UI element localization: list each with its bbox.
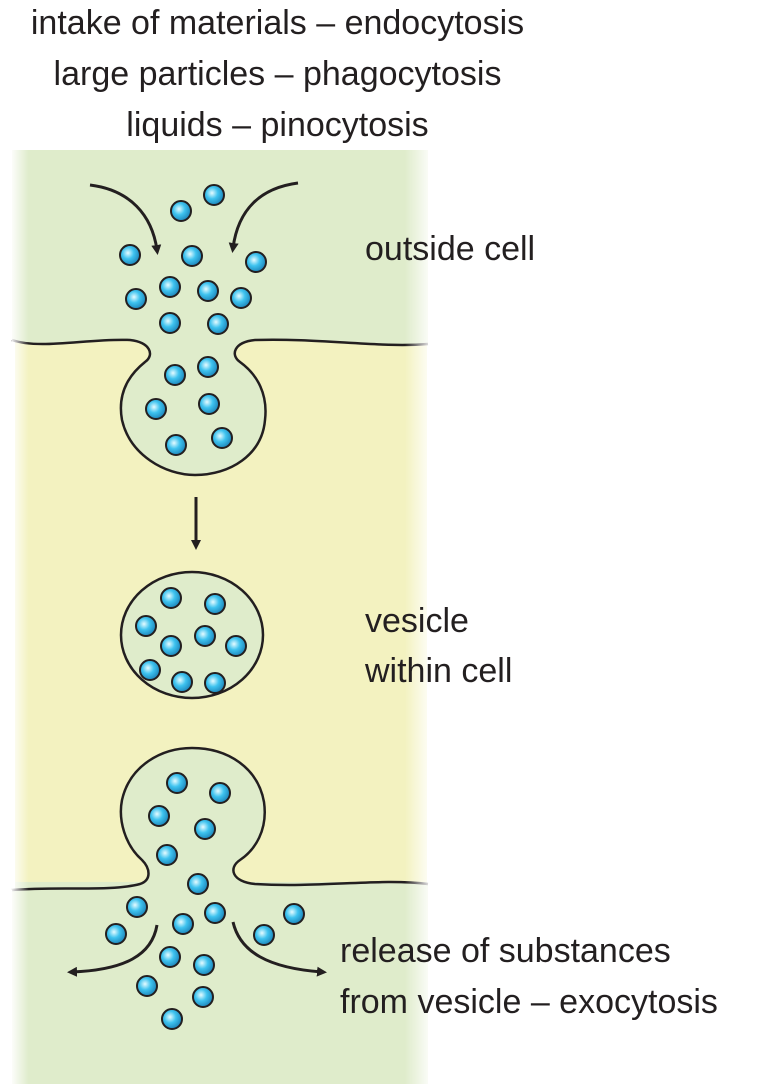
particle <box>159 276 181 298</box>
particle <box>211 427 233 449</box>
particle <box>203 184 225 206</box>
particle <box>105 923 127 945</box>
label-exocytosis: from vesicle – exocytosis <box>340 983 718 1021</box>
title-line-pinocytosis: liquids – pinocytosis <box>126 106 429 144</box>
label-release-of-substances: release of substances <box>340 932 671 970</box>
title-line-endocytosis: intake of materials – endocytosis <box>30 4 525 42</box>
particle <box>165 434 187 456</box>
particle <box>145 398 167 420</box>
particle <box>245 251 267 273</box>
particle <box>204 593 226 615</box>
particle <box>161 1008 183 1030</box>
particle <box>164 364 186 386</box>
particle <box>159 312 181 334</box>
particle <box>160 587 182 609</box>
particles-group <box>105 184 305 1030</box>
particle <box>148 805 170 827</box>
particle <box>171 671 193 693</box>
particle <box>125 288 147 310</box>
edge-fade <box>12 150 430 1084</box>
particle <box>198 393 220 415</box>
particle <box>126 896 148 918</box>
particle <box>166 772 188 794</box>
arrow-in-left <box>89 183 162 255</box>
particle <box>159 946 181 968</box>
arrow-in-right <box>228 181 299 253</box>
particle <box>207 313 229 335</box>
label-vesicle: vesicle <box>365 602 469 640</box>
particle <box>225 635 247 657</box>
label-outside-cell: outside cell <box>365 230 536 268</box>
particle <box>160 635 182 657</box>
particle <box>197 280 219 302</box>
particle <box>156 844 178 866</box>
particle <box>119 244 141 266</box>
particle <box>193 954 215 976</box>
particle <box>139 659 161 681</box>
particle <box>283 903 305 925</box>
particle <box>230 287 252 309</box>
particle <box>209 782 231 804</box>
particle <box>181 245 203 267</box>
particle <box>253 924 275 946</box>
particle <box>204 902 226 924</box>
particle <box>204 672 226 694</box>
particle <box>194 818 216 840</box>
particle <box>172 913 194 935</box>
particle <box>135 615 157 637</box>
title-line-phagocytosis: large particles – phagocytosis <box>53 55 502 93</box>
particle <box>192 986 214 1008</box>
particle <box>136 975 158 997</box>
particle <box>197 356 219 378</box>
arrow-out-left <box>67 924 159 977</box>
particle <box>187 873 209 895</box>
particle <box>194 625 216 647</box>
particle <box>170 200 192 222</box>
label-within-cell: within cell <box>365 652 513 690</box>
arrow-out-right <box>231 921 327 977</box>
